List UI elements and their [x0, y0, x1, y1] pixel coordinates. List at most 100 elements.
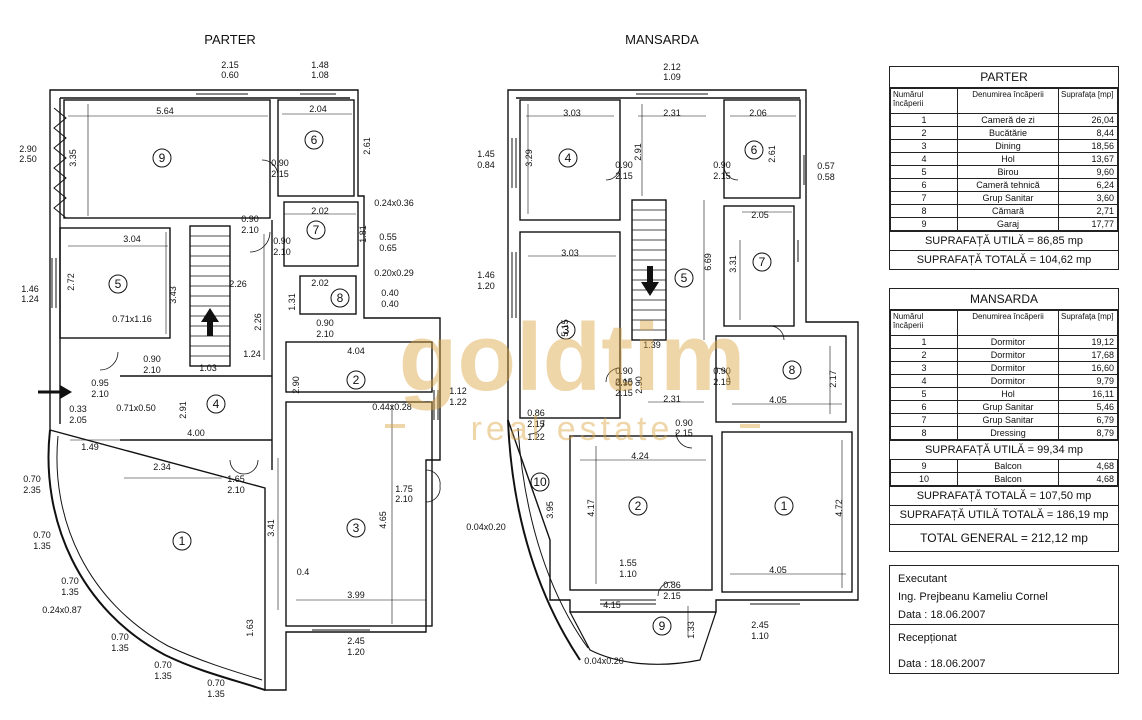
executant-date: Data : 18.06.2007 [898, 609, 986, 621]
parter-table-cell: 18,56 [1058, 139, 1118, 153]
mansarda-dimension-label: 0.90 [675, 418, 693, 428]
mansarda-dimension-label: 2.15 [713, 171, 731, 181]
parter-dimension-label: 4.04 [347, 346, 365, 356]
mansarda-dimension-label: 2.61 [767, 145, 777, 163]
parter-dimension-label: 0.40 [381, 288, 399, 298]
mansarda-room-number: 2 [635, 499, 642, 513]
executant-name: Ing. Prejbeanu Kameliu Cornel [898, 591, 1048, 603]
parter-table-cell: 26,04 [1058, 113, 1118, 127]
parter-table-cell: 7 [890, 191, 958, 205]
mansarda-dimension-label: 0.86 [663, 580, 681, 590]
parter-table-cell: 8,44 [1058, 126, 1118, 140]
parter-table-cell: 4 [890, 152, 958, 166]
parter-dimension-label: 2.10 [273, 247, 291, 257]
mansarda-dimension-label: 2.15 [713, 377, 731, 387]
mansarda-table-cell: 16,11 [1058, 387, 1118, 401]
mansarda-sum-util-total: SUPRAFAȚĂ UTILĂ TOTALĂ = 186,19 mp [890, 505, 1118, 524]
parter-dimension-label: 2.15 [271, 169, 289, 179]
parter-table-cell: 5 [890, 165, 958, 179]
parter-table-cell: Birou [957, 165, 1059, 179]
parter-dimension-label: 0.55 [379, 232, 397, 242]
mansarda-dimension-label: 1.22 [527, 432, 545, 442]
parter-room-number-circle [330, 288, 350, 308]
receptionat-date: Data : 18.06.2007 [898, 658, 986, 670]
mansarda-dimension-label: 1.46 [477, 270, 495, 280]
parter-dimension-label: 0.44x0.28 [372, 402, 412, 412]
parter-dimension-label: 1.48 [311, 60, 329, 70]
parter-table-cell: 9,60 [1058, 165, 1118, 179]
executant-box: Executant Ing. Prejbeanu Kameliu Cornel … [889, 565, 1119, 625]
parter-dimension-label: 0.70 [23, 474, 41, 484]
mansarda-dimension-label: 4.17 [586, 499, 596, 517]
mansarda-table-cell: Grup Sanitar [957, 413, 1059, 427]
parter-dimension-label: 2.91 [178, 401, 188, 419]
parter-dimension-label: 0.24x0.87 [42, 605, 82, 615]
parter-dimension-label: 2.10 [395, 494, 413, 504]
mansarda-dimension-label: 4.15 [603, 600, 621, 610]
parter-table-cell: Bucătărie [957, 126, 1059, 140]
parter-dimension-label: 1.65 [227, 474, 245, 484]
watermark-subtitle: real estate [471, 410, 674, 448]
mansarda-dimension-label: 0.57 [817, 161, 835, 171]
parter-table-cell: Garaj [957, 217, 1059, 231]
mansarda-table-cell: 5 [890, 387, 958, 401]
mansarda-table-cell: Grup Sanitar [957, 400, 1059, 414]
parter-dimension-label: 1.03 [199, 363, 217, 373]
parter-dimension-label: 2.15 [221, 60, 239, 70]
parter-dimension-label: 2.02 [311, 278, 329, 288]
mansarda-table-cell: 1 [890, 335, 958, 349]
mansarda-table-cell: 17,68 [1058, 348, 1118, 362]
parter-table-cell: 6 [890, 178, 958, 192]
mansarda-table-cell: Hol [957, 387, 1059, 401]
balcony-table-cell: 4,68 [1058, 472, 1118, 486]
mansarda-dimension-label: 3.31 [728, 255, 738, 273]
mansarda-dimension-label: 0.90 [615, 378, 633, 388]
parter-room-number: 3 [353, 521, 360, 535]
parter-dimension-label: 2.10 [91, 389, 109, 399]
parter-dimension-label: 2.34 [153, 462, 171, 472]
mansarda-dimension-label: 2.45 [751, 620, 769, 630]
mansarda-room-number: 5 [681, 271, 688, 285]
mansarda-floor-plan [507, 89, 859, 665]
mansarda-room-number-circle [774, 496, 794, 516]
mansarda-dimension-label: 2.12 [663, 62, 681, 72]
parter-table-cell: 3 [890, 139, 958, 153]
mansarda-table-cell: 9,79 [1058, 374, 1118, 388]
mansarda-plan-title: MANSARDA [625, 32, 699, 47]
parter-dimension-label: 2.45 [347, 636, 365, 646]
parter-room-number-circle [306, 220, 326, 240]
mansarda-room-number-circle [556, 320, 576, 340]
mansarda-table-cell: Dressing [957, 426, 1059, 440]
mansarda-table-cell: 5,46 [1058, 400, 1118, 414]
parter-dimension-label: 1.31 [287, 293, 297, 311]
parter-dimension-label: 2.02 [311, 206, 329, 216]
mansarda-dimension-label: 1.09 [663, 72, 681, 82]
parter-dimension-label: 2.10 [241, 225, 259, 235]
parter-dimension-label: 0.90 [316, 318, 334, 328]
mansarda-room-number: 9 [659, 619, 666, 633]
mansarda-dimension-label: 0.90 [713, 366, 731, 376]
parter-table-cell: 9 [890, 217, 958, 231]
parter-dimension-label: 2.35 [23, 485, 41, 495]
mansarda-room-number-circle [652, 616, 672, 636]
mansarda-dimension-label: 2.15 [615, 171, 633, 181]
mansarda-dimension-label: 1.33 [686, 621, 696, 639]
balcony-table-cell: 10 [890, 472, 958, 486]
parter-dimension-label: 2.10 [143, 365, 161, 375]
balcony-table-cell: 9 [890, 459, 958, 473]
parter-room-number: 6 [311, 133, 318, 147]
mansarda-sum-util: SUPRAFAȚĂ UTILĂ = 99,34 mp [890, 440, 1118, 459]
parter-dimension-label: 3.35 [68, 149, 78, 167]
mansarda-dimension-label: 1.10 [619, 569, 637, 579]
